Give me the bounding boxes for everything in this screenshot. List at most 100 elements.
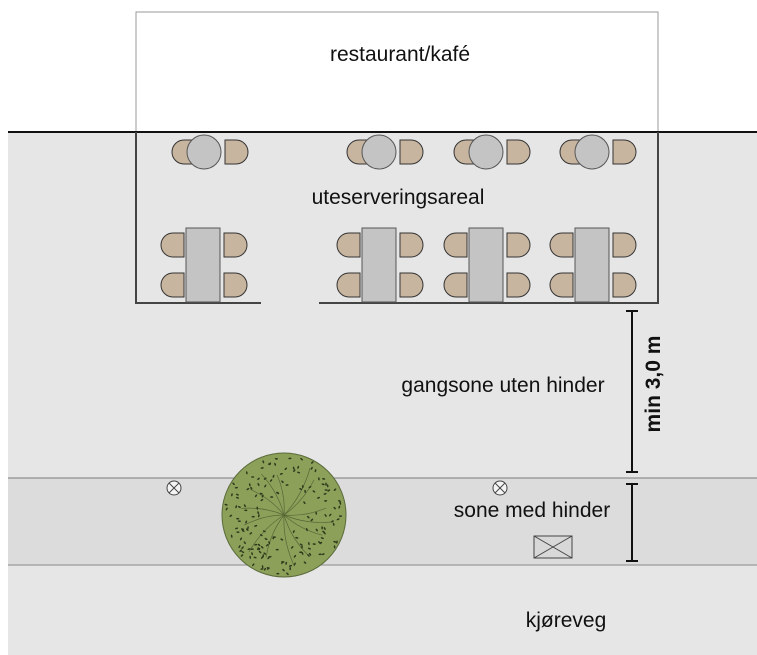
round-table (186, 134, 222, 170)
tree-leaf (235, 505, 238, 509)
tree-leaf (285, 484, 289, 486)
tree-leaf (308, 486, 312, 489)
tree-leaf (286, 572, 289, 576)
outdoor-area-border-left (135, 132, 261, 304)
tree-leaf (235, 493, 239, 496)
tree-leaf (257, 483, 260, 486)
tree-branch (283, 468, 311, 516)
tree-leaf (262, 530, 266, 533)
obstacle-zone-band (8, 478, 757, 565)
tree-leaf (295, 536, 299, 539)
tree-leaf (330, 520, 334, 523)
tree-leaf (248, 483, 251, 487)
tree-leaf (299, 488, 303, 490)
tree-leaf (268, 555, 272, 558)
chair (443, 232, 468, 258)
tree-leaf (247, 526, 249, 530)
tree-leaf (257, 477, 260, 481)
tree-leaf (322, 478, 326, 480)
round-table (361, 134, 397, 170)
rect-table (185, 227, 221, 303)
chair (443, 272, 468, 298)
tree-leaf (259, 492, 263, 495)
tree-leaf (261, 565, 264, 569)
tree-leaf (272, 474, 275, 478)
tree-leaf (315, 528, 318, 532)
chair (506, 139, 531, 165)
chair (506, 232, 531, 258)
tree-leaf (235, 527, 239, 530)
restaurant-building (135, 11, 659, 133)
tree-leaf (329, 513, 332, 517)
tree-branch (261, 473, 285, 516)
tree-leaf (336, 540, 338, 544)
dimension-marker-walk-zone (626, 310, 638, 473)
tree-leaf (264, 537, 268, 541)
tree-leaf (323, 492, 327, 495)
tree-branch (250, 489, 285, 516)
tree-leaf (289, 567, 292, 571)
tree-leaf (236, 517, 240, 520)
tree-leaf (297, 471, 301, 474)
tree-leaf (249, 532, 253, 535)
tree-leaf (306, 515, 310, 519)
tree-leaf (263, 552, 267, 555)
tree-leaf (316, 496, 321, 499)
rect-table (574, 227, 610, 303)
round-table-set (171, 134, 249, 170)
tree-leaf (281, 480, 284, 484)
tree-leaf (308, 542, 310, 546)
tree-leaf (310, 518, 314, 522)
tree-leaf (285, 561, 288, 565)
tree-leaf (254, 524, 258, 527)
tree-leaf (314, 469, 317, 473)
tree-leaf (260, 467, 264, 469)
outdoor-area-label: uteserveringsareal (312, 186, 485, 209)
tree-branch (283, 514, 332, 523)
tree-leaf (245, 520, 248, 524)
tree-leaf (293, 554, 297, 558)
tree-leaf (257, 514, 260, 518)
tree-leaf (240, 528, 245, 531)
tree-leaf (310, 466, 313, 470)
tree-leaf (260, 498, 264, 502)
tree-leaf (303, 501, 306, 505)
tree-leaf (276, 572, 280, 575)
tree-leaf (321, 483, 325, 486)
tree-leaf (240, 554, 244, 557)
tree-leaf (312, 490, 316, 493)
tree-leaf (241, 546, 244, 549)
tree-leaf (319, 541, 323, 545)
tree-leaf (238, 545, 241, 549)
tree-branch (283, 507, 327, 516)
tree-leaf (333, 488, 337, 491)
tree-leaf (241, 550, 245, 554)
tree-leaf (269, 479, 273, 482)
tree-leaf (272, 536, 275, 540)
tree-leaf (246, 488, 250, 491)
tree-leaf (260, 556, 264, 559)
tree-leaf (297, 465, 300, 469)
tree-leaf (338, 499, 341, 503)
tree-leaf (338, 505, 341, 509)
tree-leaf (308, 552, 312, 556)
round-table (574, 134, 610, 170)
dimension-marker-obstacle-zone (626, 483, 638, 562)
tree-leaf (324, 500, 328, 502)
tree-leaf (244, 509, 248, 512)
chair (336, 272, 361, 298)
round-table (468, 134, 504, 170)
tree-leaf (306, 528, 308, 532)
tree-leaf (263, 567, 267, 571)
tree-leaf (274, 462, 277, 466)
tree-leaf (237, 520, 241, 523)
tree-leaf (243, 504, 246, 508)
tree-leaf (254, 543, 258, 546)
tree-leaf (229, 514, 233, 517)
tree-branch (283, 514, 295, 567)
tree-leaf (333, 545, 336, 549)
tree-leaf (299, 543, 303, 546)
rect-table-set (160, 227, 248, 303)
tree-leaf (282, 568, 285, 572)
tree-leaf (281, 561, 285, 563)
